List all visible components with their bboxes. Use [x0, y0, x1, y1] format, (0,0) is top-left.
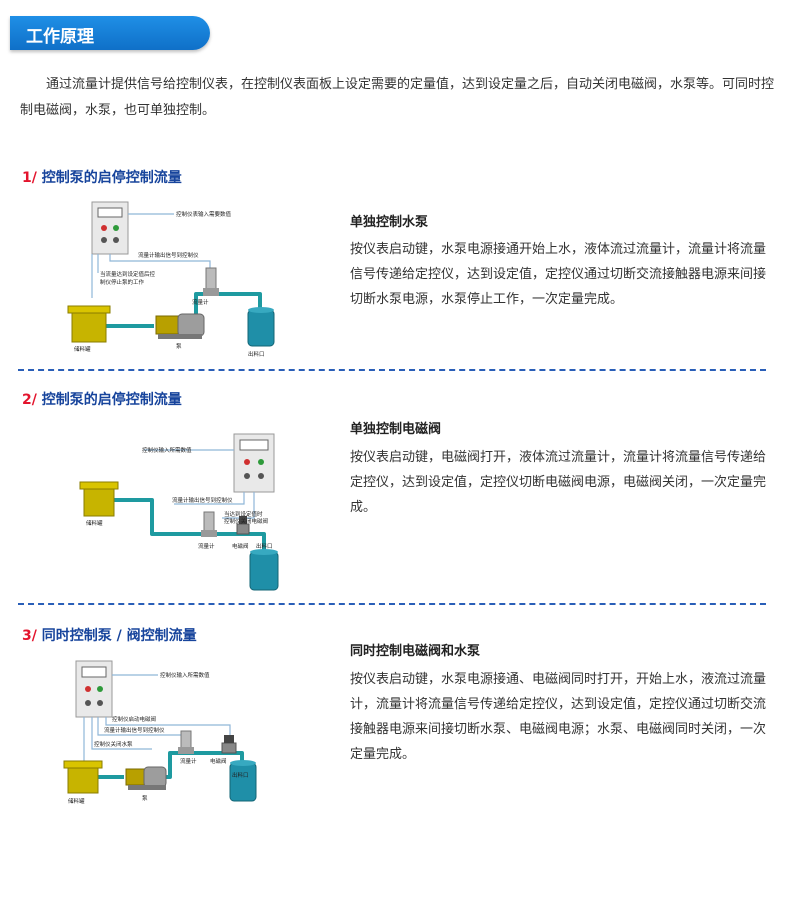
diagram-valve-control: 控制仪输入所需数值 流量计输出信号到控制仪 当达到设定值时 控制仪关闭电磁阀 储…: [79, 433, 279, 591]
diagram-2-label-1: 控制仪输入所需数值: [142, 446, 192, 454]
diagram-3-label-2: 控制仪启动电磁阀: [112, 715, 156, 723]
section-1-title-text: 控制泵的启停控制流量: [41, 170, 182, 186]
flowmeter-icon: [178, 730, 194, 754]
section-divider: [18, 369, 766, 371]
diagram-2-part-2: 流量计: [198, 542, 215, 550]
diagram-3-part-1: 储料罐: [68, 797, 85, 805]
control-panel-icon: [233, 433, 275, 493]
diagram-3-label-1: 控制仪输入所需数值: [160, 671, 210, 679]
solenoid-valve-icon: [221, 735, 237, 754]
section-header-tab: 工作原理: [0, 16, 214, 50]
section-1-number: 1/: [22, 170, 37, 186]
storage-tank-icon: [67, 305, 111, 343]
section-1-description: 按仪表启动键，水泵电源接通开始上水，液体流过流量计，流量计将流量信号传递给定控仪…: [350, 242, 767, 307]
diagram-1-label-3: 当流量达到设定值后控: [100, 270, 156, 278]
diagram-pump-valve-control: 控制仪输入所需数值 控制仪启动电磁阀 流量计输出信号到控制仪 控制仪关闭水泵 储…: [63, 660, 257, 805]
section-2-description: 按仪表启动键，电磁阀打开，液体流过流量计，流量计将流量信号传递给定控仪，达到设定…: [350, 450, 767, 515]
diagram-3-part-5: 出料口: [232, 771, 249, 779]
header-tab-shape: [10, 16, 210, 50]
diagram-3-part-2: 泵: [142, 795, 148, 802]
diagram-3-label-4: 控制仪关闭水泵: [94, 740, 133, 748]
diagram-2-part-4: 出料口: [256, 542, 273, 550]
diagram-2-part-3: 电磁阀: [232, 542, 249, 550]
diagram-1-part-3: 流量计: [192, 298, 209, 306]
storage-tank-icon: [79, 481, 119, 517]
diagram-2-label-2: 流量计输出信号到控制仪: [172, 496, 233, 504]
section-3-description: 按仪表启动键，水泵电源接通、电磁阀同时打开，开始上水，液流过流量计，流量计将流量…: [350, 672, 767, 762]
diagram-pump-control: 控制仪表输入需要数值 流量计输出信号到控制仪 当流量达到设定值后控 制仪停止泵的…: [67, 201, 275, 358]
pump-icon: [125, 766, 167, 790]
section-3-title: 3/ 同时控制泵 / 阀控制流量: [22, 625, 197, 645]
section-1-title: 1/ 控制泵的启停控制流量: [22, 167, 182, 187]
diagram-1-part-2: 泵: [176, 343, 182, 350]
diagram-2-label-3: 当达到设定值时: [224, 510, 263, 518]
outlet-tank-icon: [229, 760, 257, 802]
control-panel-icon: [75, 660, 113, 718]
diagram-2-label-4: 控制仪关闭电磁阀: [224, 517, 268, 525]
diagram-3-label-3: 流量计输出信号到控制仪: [104, 726, 165, 734]
outlet-tank-icon: [249, 549, 279, 591]
flowmeter-icon: [203, 267, 219, 296]
flowmeter-icon: [201, 511, 217, 537]
control-panel-icon: [91, 201, 129, 255]
diagram-3-part-4: 电磁阀: [210, 757, 227, 765]
section-3-title-text: 同时控制泵 / 阀控制流量: [41, 628, 197, 644]
outlet-tank-icon: [247, 307, 275, 347]
section-3-number: 3/: [22, 628, 37, 644]
diagram-1-label-4: 制仪停止泵的工作: [100, 278, 145, 286]
page-title: 工作原理: [26, 27, 94, 47]
section-2-number: 2/: [22, 392, 37, 408]
section-2-title: 2/ 控制泵的启停控制流量: [22, 389, 182, 409]
solenoid-valve-icon: [236, 516, 250, 535]
storage-tank-icon: [63, 760, 103, 794]
pump-icon: [155, 313, 205, 339]
section-2-subtitle: 单独控制电磁阀: [350, 422, 442, 437]
diagram-1-part-1: 储料罐: [74, 345, 91, 353]
section-1-subtitle: 单独控制水泵: [350, 215, 429, 230]
diagram-2-part-1: 储料罐: [86, 519, 103, 527]
section-3-subtitle: 同时控制电磁阀和水泵: [350, 644, 481, 659]
section-divider: [18, 603, 766, 605]
intro-paragraph: 通过流量计提供信号给控制仪表，在控制仪表面板上设定需要的定量值，达到设定量之后，…: [20, 77, 775, 118]
diagram-1-label-2: 流量计输出信号到控制仪: [138, 251, 199, 259]
diagram-3-part-3: 流量计: [180, 757, 197, 765]
diagram-1-part-4: 出料口: [248, 350, 265, 358]
diagram-1-label-1: 控制仪表输入需要数值: [176, 210, 232, 218]
section-2-title-text: 控制泵的启停控制流量: [41, 392, 182, 408]
